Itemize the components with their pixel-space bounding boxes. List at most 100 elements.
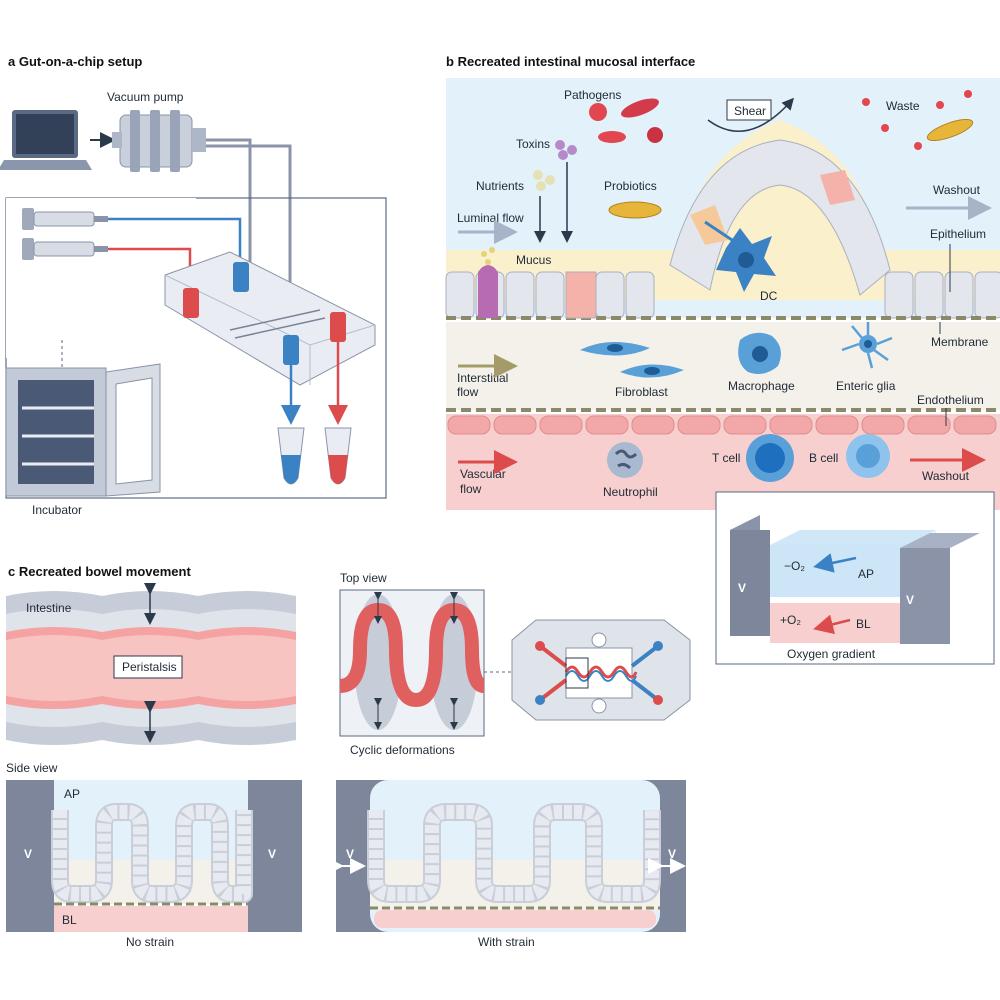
interstitium-region xyxy=(446,322,1000,410)
intestine-label: Intestine xyxy=(26,601,72,615)
inset-v-left: V xyxy=(738,581,746,595)
inset-caption: Oxygen gradient xyxy=(787,647,876,661)
no-strain-ap: AP xyxy=(64,787,80,801)
endothelial-cell xyxy=(723,415,767,435)
endothelium-label: Endothelium xyxy=(917,393,984,407)
t-cell-label: T cell xyxy=(712,451,740,465)
incubator-icon xyxy=(5,363,161,497)
endothelial-cell xyxy=(585,415,629,435)
endothelial-cell xyxy=(539,415,583,435)
macrophage-label: Macrophage xyxy=(728,379,795,393)
blue-inlet-tube xyxy=(108,217,242,262)
with-strain-label: With strain xyxy=(478,935,535,949)
probiotic-icon xyxy=(608,201,662,219)
shear-label: Shear xyxy=(734,104,766,118)
enteroendocrine-cell xyxy=(565,271,597,319)
goblet-cell-icon xyxy=(478,247,498,318)
inset-red-arrow xyxy=(813,614,851,635)
top-view-panel xyxy=(339,589,486,737)
peristalsis-label: Peristalsis xyxy=(122,660,177,674)
epithelial-cell xyxy=(884,271,914,319)
endothelial-cell xyxy=(677,415,721,435)
washout-top-label: Washout xyxy=(933,183,981,197)
no-strain-bl: BL xyxy=(62,913,77,927)
nutrients-label: Nutrients xyxy=(476,179,524,193)
toxin-icons xyxy=(555,140,577,160)
epithelial-cell xyxy=(505,271,535,319)
epithelial-cell xyxy=(595,271,625,319)
endothelial-cell xyxy=(631,415,675,435)
waste-particles xyxy=(862,90,972,150)
fibroblast-icon xyxy=(580,341,684,378)
enteric-glia-icon xyxy=(841,322,893,369)
chip-device xyxy=(164,251,376,386)
syringe-icon xyxy=(22,238,108,260)
toxins-label: Toxins xyxy=(516,137,550,151)
panel-c: c Recreated bowel movement Intestine Per… xyxy=(6,564,691,949)
luminal-flow-label: Luminal flow xyxy=(457,211,524,225)
side-view-with-strain: V V xyxy=(328,780,686,932)
side-view-no-strain: V V xyxy=(6,780,302,932)
epithelial-cell xyxy=(445,271,475,319)
dendritic-cell-icon xyxy=(704,220,776,292)
inset-v-right: V xyxy=(906,593,914,607)
incubator-label: Incubator xyxy=(32,503,82,517)
peristalsis-box xyxy=(113,655,183,679)
panel-b: b Recreated intestinal mucosal interface… xyxy=(445,54,1000,665)
oxygen-gradient-inset: V V −O₂ AP +O₂ BL Oxygen gradient xyxy=(715,491,995,665)
panel-a-title: a Gut-on-a-chip setup xyxy=(8,54,142,69)
chip-top-view xyxy=(511,619,691,721)
panel-c-title: c Recreated bowel movement xyxy=(8,564,191,579)
no-strain-v-left: V xyxy=(24,847,32,861)
laptop-icon xyxy=(0,110,92,170)
enteric-glia-label: Enteric glia xyxy=(836,379,896,393)
endothelial-cell xyxy=(769,415,813,435)
epithelial-cell xyxy=(914,271,944,319)
pathogens-label: Pathogens xyxy=(564,88,621,102)
mucus-label: Mucus xyxy=(516,253,551,267)
side-view-label: Side view xyxy=(6,761,58,775)
syringe-icon xyxy=(22,208,108,230)
inset-blue-arrow xyxy=(813,553,857,573)
panel-a: a Gut-on-a-chip setup Vacuum pump xyxy=(0,54,387,517)
fibroblast-label: Fibroblast xyxy=(615,385,668,399)
inset-bl: BL xyxy=(856,617,871,631)
inset-plus-o2: +O₂ xyxy=(780,613,801,627)
macrophage-icon xyxy=(738,332,781,374)
endothelial-cell xyxy=(493,415,537,435)
waste-bacterium-icon xyxy=(926,118,974,142)
vacuum-tube-right xyxy=(206,144,292,340)
no-strain-v-right: V xyxy=(268,847,276,861)
inset-minus-o2: −O₂ xyxy=(784,559,805,573)
inset-ap: AP xyxy=(858,567,874,581)
vacuum-pump-icon xyxy=(112,110,206,172)
endothelial-cell xyxy=(861,415,905,435)
epithelium-label: Epithelium xyxy=(930,227,986,241)
with-strain-v-left: V xyxy=(346,847,354,861)
dc-label: DC xyxy=(760,289,778,303)
interstitial-flow-label-2: flow xyxy=(457,385,479,399)
endothelial-cell xyxy=(447,415,491,435)
endothelial-cell xyxy=(953,415,997,435)
endothelium-row xyxy=(447,415,997,435)
probiotics-label: Probiotics xyxy=(604,179,657,193)
vacuum-pump-label: Vacuum pump xyxy=(107,90,184,104)
top-view-label: Top view xyxy=(340,571,387,585)
with-strain-v-right: V xyxy=(668,847,676,861)
nutrient-icons xyxy=(533,170,555,191)
neutrophil-label: Neutrophil xyxy=(603,485,658,499)
washout-bottom-label: Washout xyxy=(922,469,970,483)
no-strain-label: No strain xyxy=(126,935,174,949)
epithelial-cell xyxy=(944,271,974,319)
vascular-flow-label-1: Vascular xyxy=(460,467,506,481)
cyclic-deformations-label: Cyclic deformations xyxy=(350,743,455,757)
interstitial-flow-label-1: Interstitial xyxy=(457,371,508,385)
shear-box xyxy=(726,99,772,121)
pathogen-icons xyxy=(589,98,663,143)
waste-label: Waste xyxy=(886,99,920,113)
b-cell-label: B cell xyxy=(809,451,838,465)
vascular-flow-label-2: flow xyxy=(460,482,482,496)
b-cell-icon xyxy=(846,434,890,478)
